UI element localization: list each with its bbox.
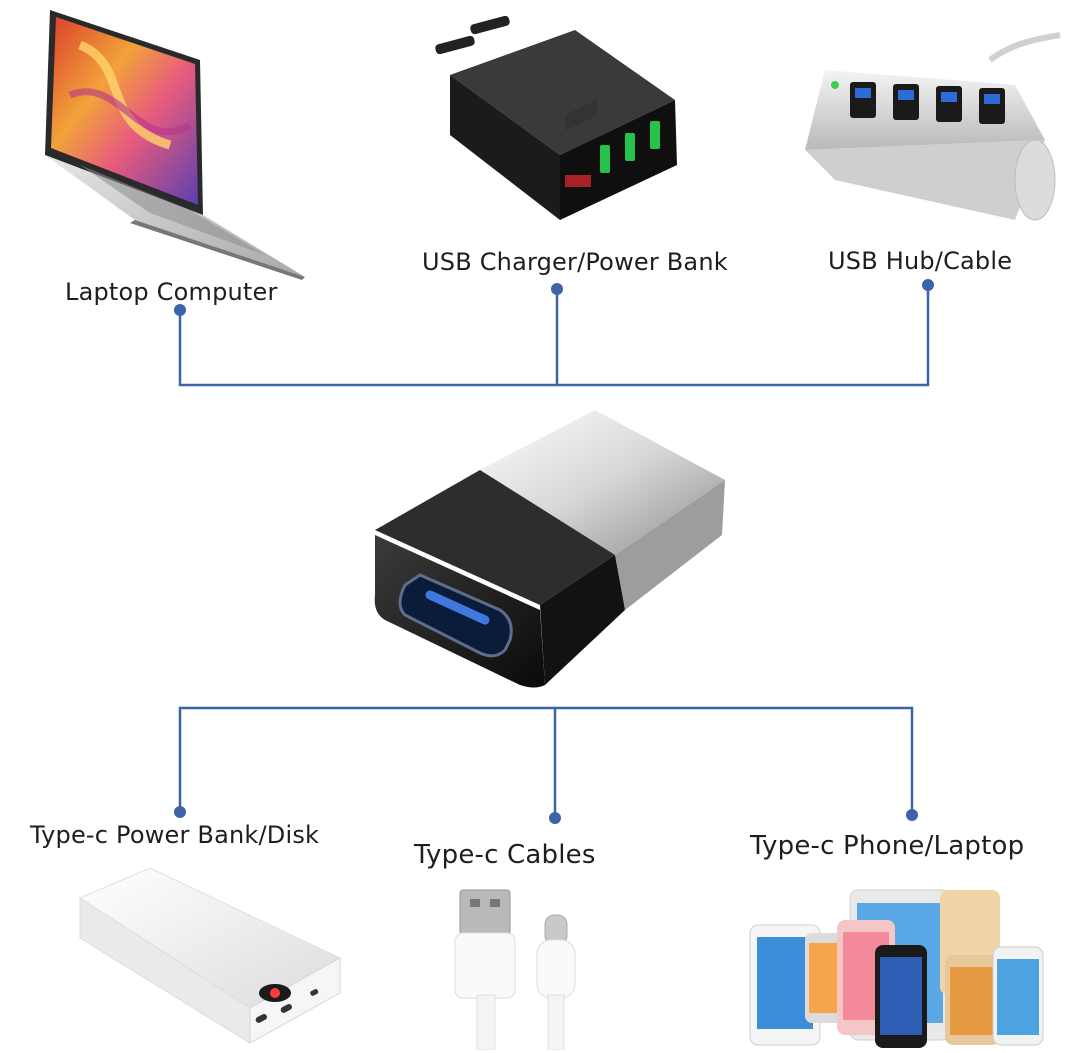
top-connector-line xyxy=(178,285,930,387)
label-type-c-power-bank-disk: Type-c Power Bank/Disk xyxy=(30,821,320,849)
label-usb-charger-power-bank: USB Charger/Power Bank xyxy=(422,248,728,276)
node-dot-hub xyxy=(922,279,934,291)
label-type-c-cables: Type-c Cables xyxy=(414,840,596,870)
label-type-c-phone-laptop: Type-c Phone/Laptop xyxy=(750,831,1025,861)
bottom-connector-line xyxy=(178,706,914,815)
node-dot-phones xyxy=(906,809,918,821)
usb-cables-icon xyxy=(454,889,576,1050)
usb-hub-icon xyxy=(805,32,1061,221)
power-bank-icon xyxy=(78,868,342,1044)
phones-icon xyxy=(749,889,1044,1048)
node-dot-cables xyxy=(549,812,561,824)
node-dot-powerbank xyxy=(174,806,186,818)
label-laptop-computer: Laptop Computer xyxy=(65,278,278,306)
wall-charger-icon xyxy=(435,15,677,220)
node-dot-charger xyxy=(551,283,563,295)
node-dot-laptop xyxy=(174,304,186,316)
label-usb-hub-cable: USB Hub/Cable xyxy=(828,247,1013,275)
usb-a-to-type-c-adapter-icon xyxy=(374,410,725,688)
laptop-icon xyxy=(45,10,305,280)
